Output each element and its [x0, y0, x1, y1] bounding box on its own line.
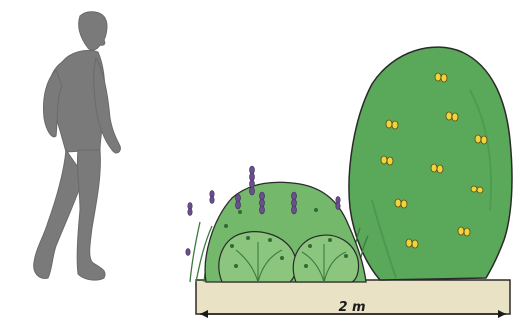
- scale-label: 2 m: [338, 300, 365, 315]
- human-silhouette: [34, 12, 121, 280]
- mixed-low-shrubs-with-lavender: [186, 166, 368, 282]
- tall-flowering-hedge: [349, 47, 512, 280]
